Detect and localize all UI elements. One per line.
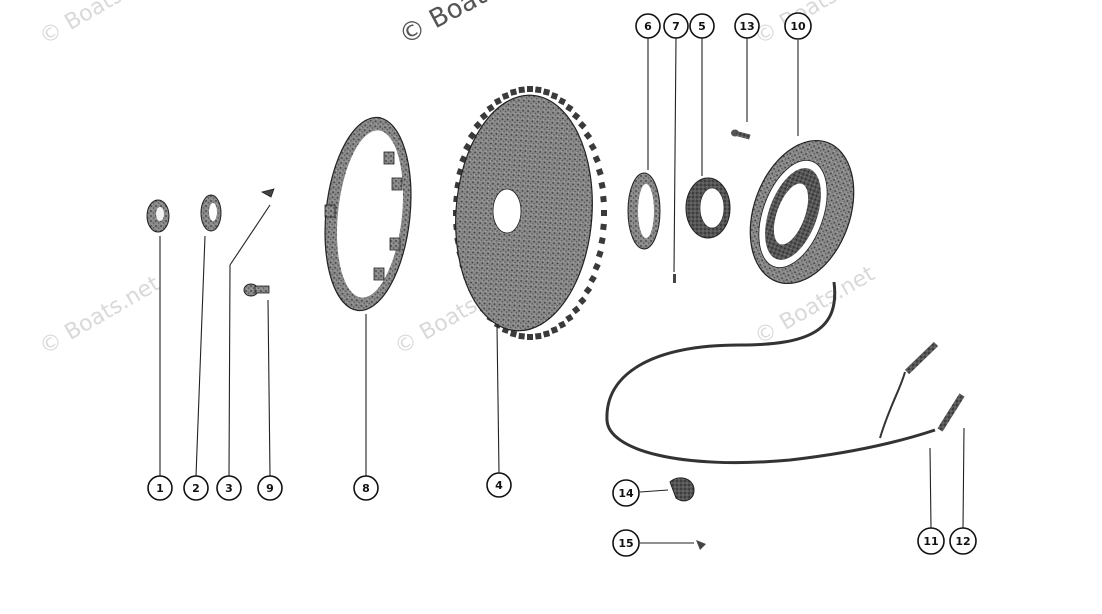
part-pin <box>673 274 676 283</box>
flywheel-tooth <box>550 326 559 334</box>
flywheel-tooth <box>600 195 607 203</box>
callout-14: 14 <box>612 479 640 507</box>
flywheel-tooth <box>595 168 604 176</box>
callout-4: 4 <box>486 472 512 498</box>
flywheel-tooth <box>479 111 489 121</box>
part-washer <box>200 194 222 232</box>
callout-1-label: 1 <box>156 482 164 495</box>
flywheel-tooth <box>558 97 567 106</box>
flywheel-tooth <box>588 142 597 152</box>
flywheel-tooth <box>527 334 533 340</box>
callout-8-label: 8 <box>362 482 370 495</box>
callout-4-label: 4 <box>495 479 503 492</box>
part-flywheel <box>453 86 607 340</box>
part-stator <box>749 139 855 285</box>
watermark-middle-left: © Boats.net <box>36 271 165 360</box>
flywheel-tooth <box>565 103 574 113</box>
part-retaining-ring <box>324 116 412 312</box>
flywheel-tooth <box>467 131 477 140</box>
flywheel-tooth <box>558 320 567 329</box>
callout-10: 10 <box>784 12 812 40</box>
part-wire-clip <box>669 477 695 502</box>
callout-3-label: 3 <box>225 482 233 495</box>
callout-5: 5 <box>689 13 715 39</box>
part-clip-screw <box>696 540 706 550</box>
callout-6-label: 6 <box>644 20 652 33</box>
part-bearing <box>685 177 731 239</box>
watermark-layer: © Boats © Boats.net © Boats.net © Boats.… <box>36 0 880 360</box>
flywheel-tooth <box>578 121 587 130</box>
flywheel-tooth <box>578 296 587 305</box>
callout-11: 11 <box>917 527 945 555</box>
callout-15: 15 <box>612 529 640 557</box>
flywheel-tooth <box>501 92 510 100</box>
flywheel-tooth <box>542 88 551 96</box>
flywheel-tooth <box>592 155 601 164</box>
flywheel-tooth <box>509 330 518 338</box>
flywheel-tooth <box>583 131 593 140</box>
flywheel-tooth <box>518 86 526 94</box>
callout-11-label: 11 <box>923 535 938 548</box>
flywheel-tooth <box>588 274 597 284</box>
callout-13: 13 <box>734 13 760 39</box>
flywheel-tooth <box>518 332 526 340</box>
flywheel-tooth <box>550 92 559 100</box>
callout-10-label: 10 <box>790 20 806 33</box>
flywheel-tooth <box>592 262 601 271</box>
part-seal <box>627 172 661 250</box>
flywheel-tooth <box>542 330 551 338</box>
flywheel-tooth <box>571 305 581 315</box>
callout-2-label: 2 <box>192 482 200 495</box>
part-screw <box>243 283 270 297</box>
callout-8: 8 <box>353 475 379 501</box>
callout-12-label: 12 <box>955 535 970 548</box>
flywheel-tooth <box>534 86 542 94</box>
flywheel-tooth <box>600 223 607 231</box>
part-coil-screw <box>731 129 751 140</box>
leader-lines <box>159 37 965 544</box>
flywheel-tooth <box>527 86 533 92</box>
part-wire-harness <box>605 281 965 465</box>
callout-6: 6 <box>635 13 661 39</box>
flywheel-tooth <box>583 286 593 295</box>
callout-7-label: 7 <box>672 20 680 33</box>
flywheel-tooth <box>595 250 604 258</box>
callout-12: 12 <box>949 527 977 555</box>
watermark-top-right: © Boats.net <box>751 0 880 50</box>
flywheel-tooth <box>571 111 581 121</box>
callout-15-label: 15 <box>618 537 633 550</box>
flywheel-tooth <box>598 181 606 189</box>
callout-9-label: 9 <box>266 482 274 495</box>
watermark-top-left: © Boats.net <box>36 0 165 50</box>
flywheel-tooth <box>598 237 606 245</box>
flywheel-tooth <box>493 97 502 106</box>
callout-1: 1 <box>147 475 173 501</box>
flywheel-tooth <box>473 121 482 130</box>
flywheel-tooth <box>509 88 518 96</box>
part-nut <box>146 199 170 233</box>
callout-2: 2 <box>183 475 209 501</box>
part-key <box>260 188 275 198</box>
flywheel-tooth <box>565 313 574 323</box>
callout-13-label: 13 <box>739 20 754 33</box>
flywheel-tooth <box>534 332 542 340</box>
callout-5-label: 5 <box>698 20 706 33</box>
callout-9: 9 <box>257 475 283 501</box>
callout-3: 3 <box>216 475 242 501</box>
callout-14-label: 14 <box>618 487 634 500</box>
callout-7: 7 <box>663 13 689 39</box>
flywheel-tooth <box>486 103 495 113</box>
watermark-top: © Boats <box>394 0 503 51</box>
flywheel-tooth <box>601 210 607 216</box>
